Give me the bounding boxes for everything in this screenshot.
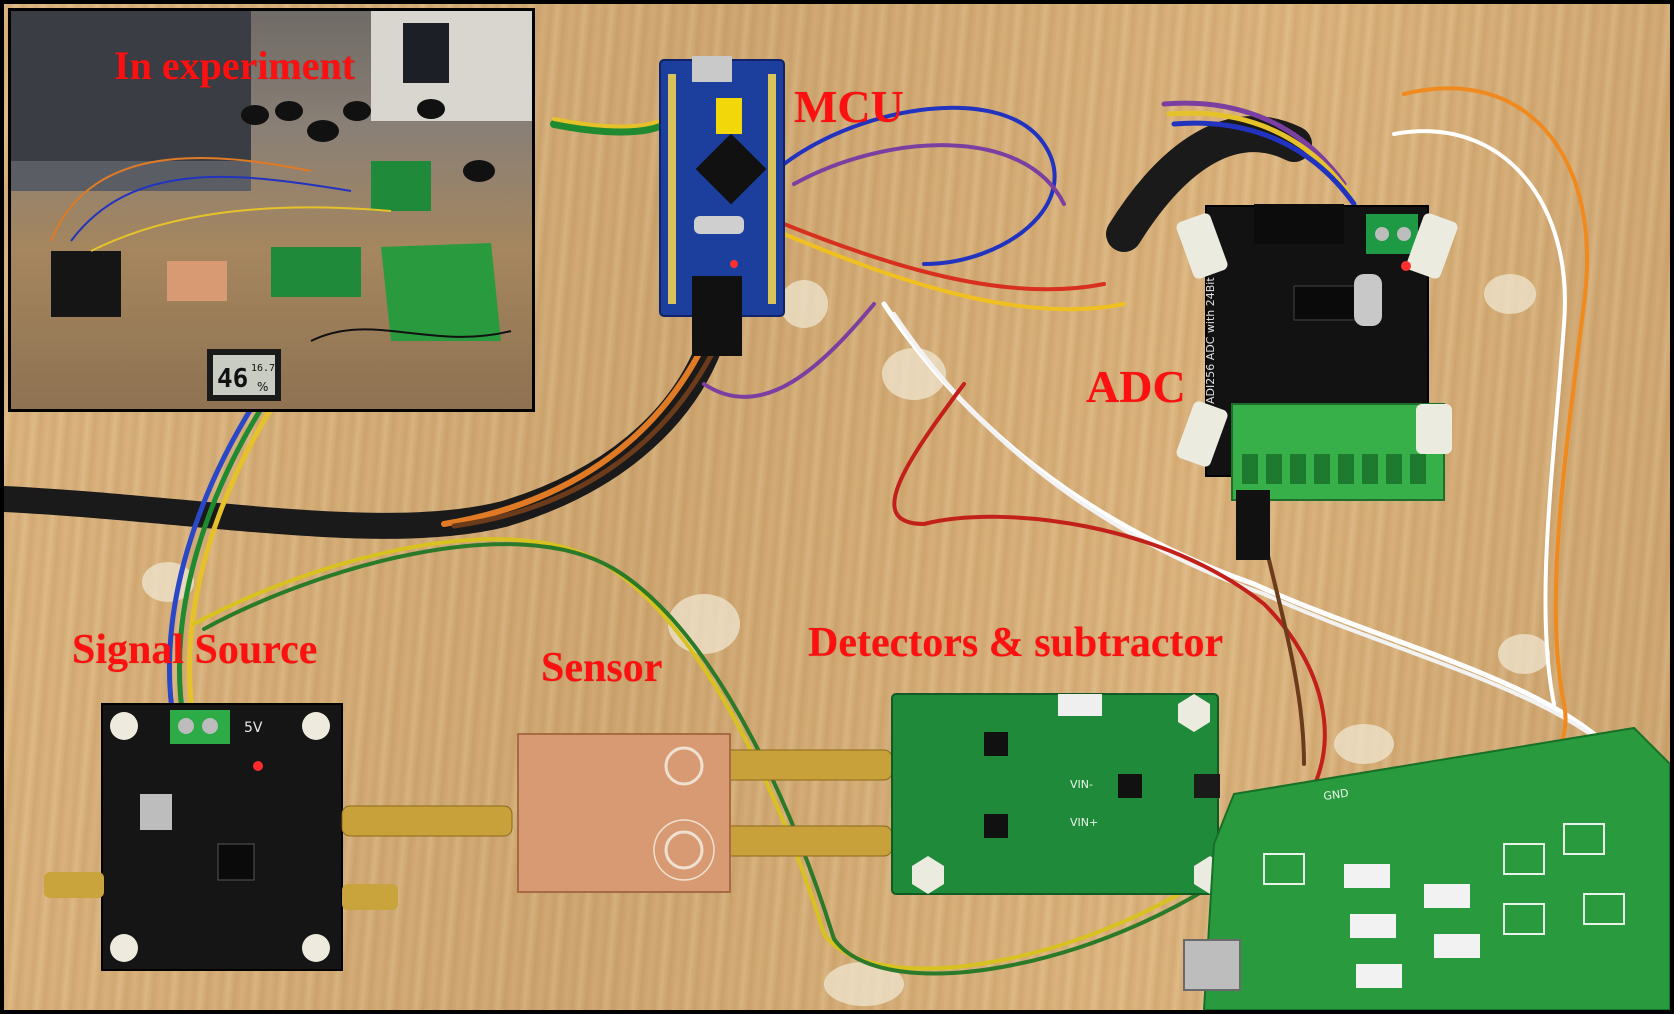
- supply-silkscreen: 5V: [244, 720, 263, 736]
- inset-illustration: 46 16.7 %: [11, 11, 532, 401]
- label-mcu: MCU: [794, 81, 904, 132]
- breakout-board: GND: [1183, 726, 1670, 1010]
- hygrometer-unit: %: [257, 380, 268, 394]
- hygrometer-temp: 16.7: [251, 363, 275, 374]
- label-detectors-subtractor: Detectors & subtractor: [808, 620, 1224, 666]
- adc-board: ADI256 ADC with 24Bit: [1176, 204, 1458, 560]
- detectors-board: VIN- VIN+: [891, 693, 1226, 895]
- hot-glue-blobs: [142, 274, 1550, 1006]
- hardware-photo-illustration: ADI256 ADC with 24Bit 5V: [4, 56, 1670, 1010]
- adc-silkscreen: ADI256 ADC with 24Bit: [1204, 277, 1217, 404]
- sensor-board: [517, 733, 731, 893]
- label-sensor: Sensor: [541, 645, 663, 691]
- cable-harness: [4, 86, 1636, 976]
- sma-connectors: [341, 749, 893, 857]
- hygrometer-humidity: 46: [217, 364, 248, 394]
- mcu-board: [659, 56, 785, 356]
- inset-photo-in-experiment: 46 16.7 %: [8, 8, 535, 412]
- label-adc: ADC: [1086, 361, 1186, 412]
- label-signal-source: Signal Source: [72, 627, 318, 673]
- vin-plus-silkscreen: VIN+: [1070, 816, 1098, 829]
- vin-minus-silkscreen: VIN-: [1070, 778, 1093, 791]
- signal-source-board: 5V: [44, 703, 398, 971]
- label-in-experiment: In experiment: [114, 43, 356, 88]
- gnd-silkscreen: GND: [1323, 787, 1350, 803]
